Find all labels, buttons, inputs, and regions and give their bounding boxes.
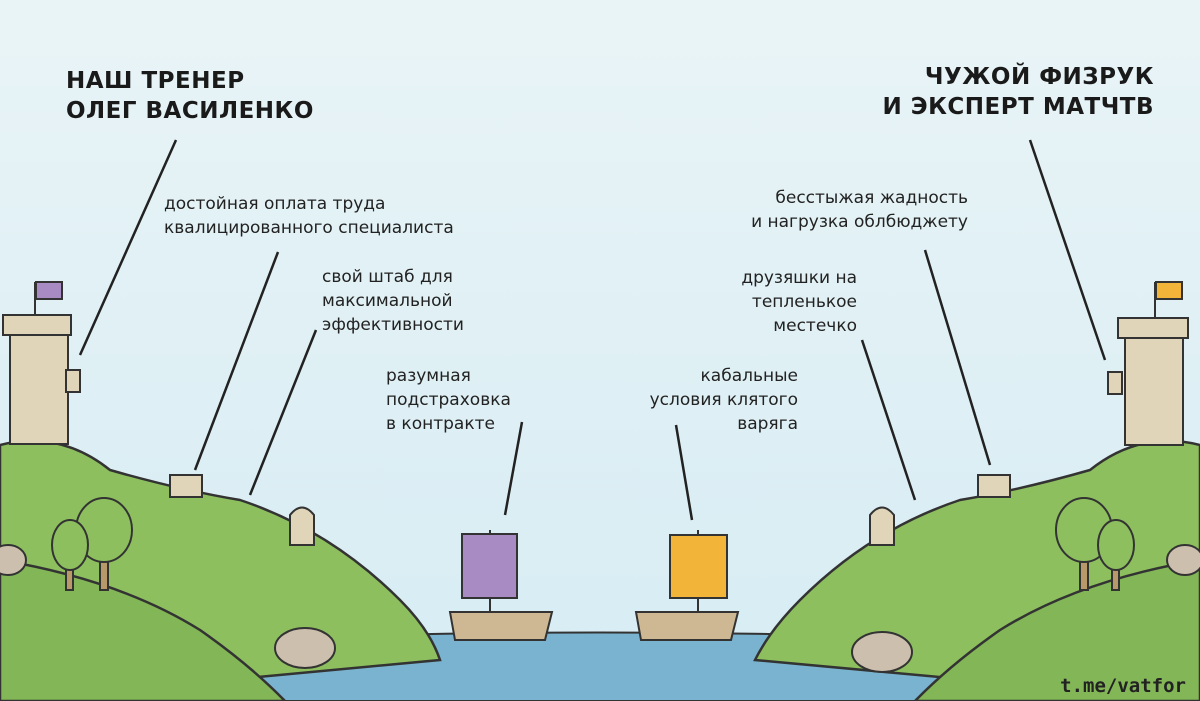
label-line: разумная — [386, 366, 471, 386]
label-line: квалицированного специалиста — [164, 218, 454, 238]
label-line: варяга — [737, 414, 798, 434]
label-line: максимальной — [322, 291, 453, 311]
left-house — [169, 474, 203, 498]
label-line: местечко — [773, 316, 857, 336]
label-headquarters: свой штаб для максимальной эффективности — [322, 265, 464, 337]
label-friends: друзяшки на тепленькое местечко — [741, 266, 857, 338]
label-line: свой штаб для — [322, 267, 453, 287]
label-contract: разумная подстраховка в контракте — [386, 364, 511, 436]
label-line: эффективности — [322, 315, 464, 335]
label-line: в контракте — [386, 414, 495, 434]
label-conditions: кабальные условия клятого варяга — [650, 364, 798, 436]
right-boat — [634, 530, 740, 641]
label-line: подстраховка — [386, 390, 511, 410]
left-title: НАШ ТРЕНЕР ОЛЕГ ВАСИЛЕНКО — [66, 66, 314, 126]
label-greed: бесстыжая жадность и нагрузка облбюджету — [751, 186, 968, 234]
label-line: условия клятого — [649, 390, 798, 410]
watermark: t.me/vatfor — [1060, 675, 1186, 697]
right-house — [977, 474, 1011, 498]
label-line: кабальные — [700, 366, 798, 386]
left-tower — [2, 281, 81, 445]
right-title-line: ЧУЖОЙ ФИЗРУК — [924, 64, 1154, 90]
left-hut — [289, 506, 315, 546]
right-hut — [869, 506, 895, 546]
label-salary: достойная оплата труда квалицированного … — [164, 192, 454, 240]
left-title-line: НАШ ТРЕНЕР — [66, 68, 245, 94]
label-line: тепленькое — [751, 292, 857, 312]
right-tower — [1107, 281, 1189, 446]
right-title-line: И ЭКСПЕРТ МАТЧТВ — [882, 94, 1154, 120]
label-line: бесстыжая жадность — [775, 188, 968, 208]
leader-lines — [78, 139, 1107, 521]
left-title-line: ОЛЕГ ВАСИЛЕНКО — [66, 98, 314, 124]
right-title: ЧУЖОЙ ФИЗРУК И ЭКСПЕРТ МАТЧТВ — [882, 62, 1154, 122]
right-trees — [1055, 497, 1135, 591]
left-trees — [51, 497, 133, 591]
label-line: друзяшки на — [741, 268, 857, 288]
label-line: достойная оплата труда — [164, 194, 386, 214]
label-line: и нагрузка облбюджету — [751, 212, 968, 232]
left-boat — [448, 530, 554, 641]
